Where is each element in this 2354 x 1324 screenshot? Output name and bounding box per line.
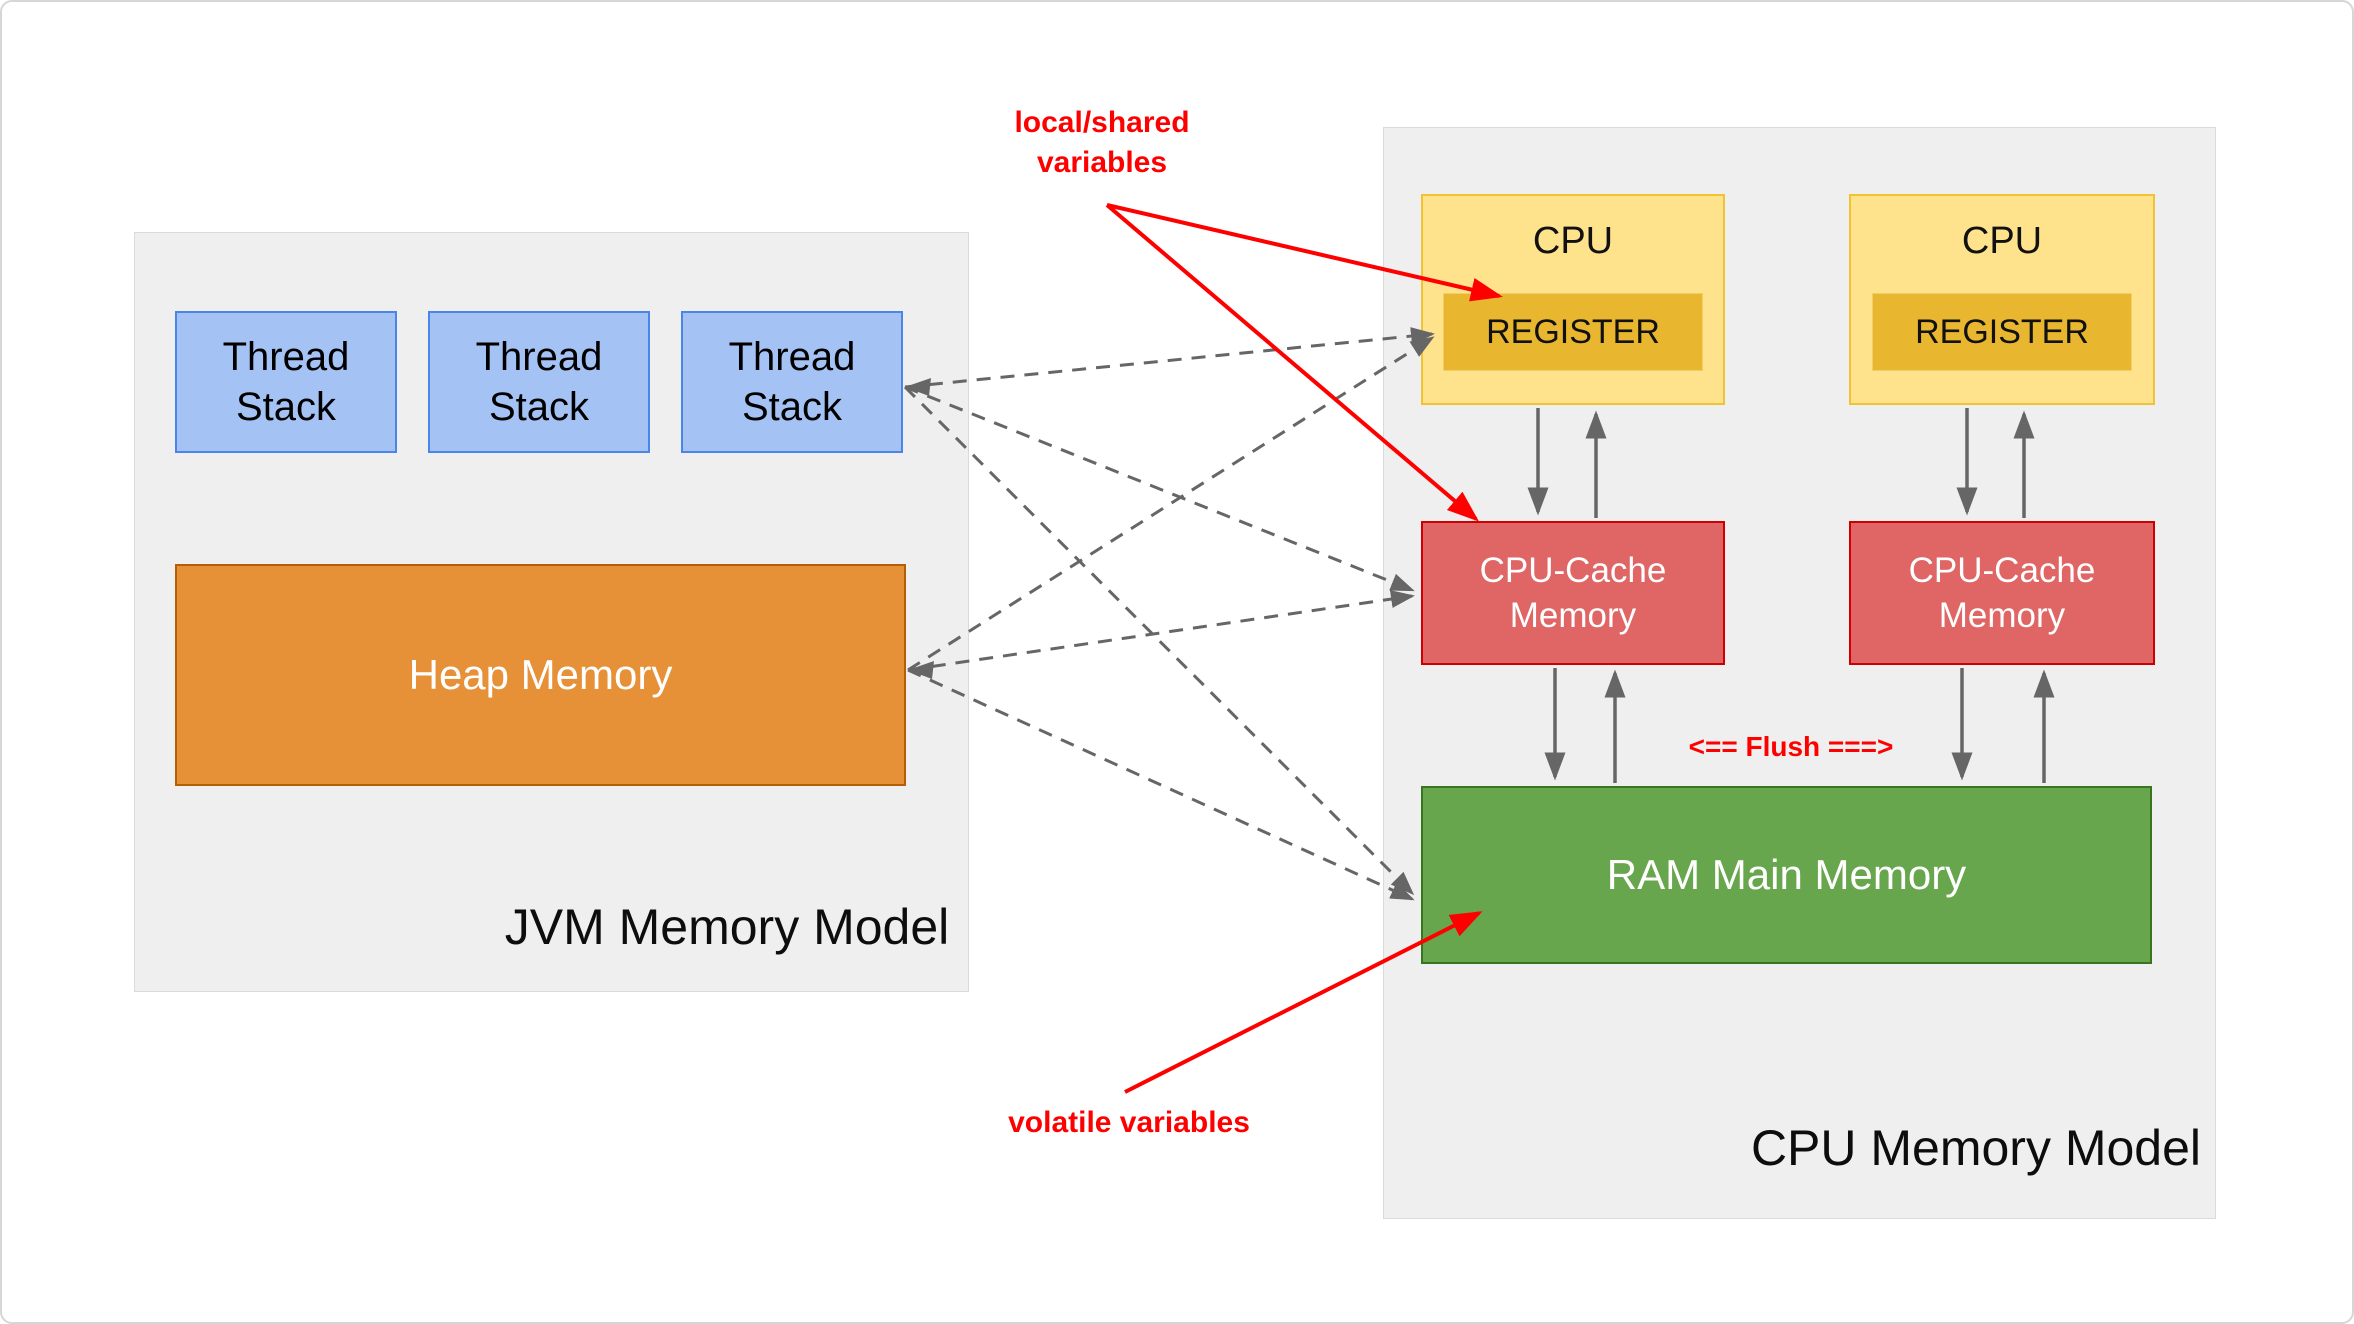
cpu-box-1: CPU REGISTER	[1421, 194, 1725, 405]
local-shared-variables-label: local/shared variables	[1014, 106, 1190, 179]
jvm-model-title: JVM Memory Model	[504, 899, 950, 955]
dashed-connectors	[903, 327, 1435, 901]
thread-stack-box-1: Thread Stack	[175, 311, 397, 453]
cpu-cache-box-2: CPU-Cache Memory	[1849, 521, 2155, 665]
cpu-cache-box-1: CPU-Cache Memory	[1421, 521, 1725, 665]
heap-memory-box: Heap Memory	[175, 564, 906, 786]
thread-stack-box-2: Thread Stack	[428, 311, 650, 453]
flush-label: <== Flush ===>	[1688, 731, 1894, 762]
cpu-title-1: CPU	[1532, 220, 1614, 262]
register-box-2: REGISTER	[1872, 293, 2132, 371]
volatile-variables-label: volatile variables	[1008, 1106, 1250, 1139]
register-box-1: REGISTER	[1443, 293, 1703, 371]
cpu-box-2: CPU REGISTER	[1849, 194, 2155, 405]
cpu-title-2: CPU	[1961, 220, 2043, 262]
thread-stack-box-3: Thread Stack	[681, 311, 903, 453]
cpu-model-title: CPU Memory Model	[1750, 1120, 2202, 1176]
ram-main-memory-box: RAM Main Memory	[1421, 786, 2152, 964]
